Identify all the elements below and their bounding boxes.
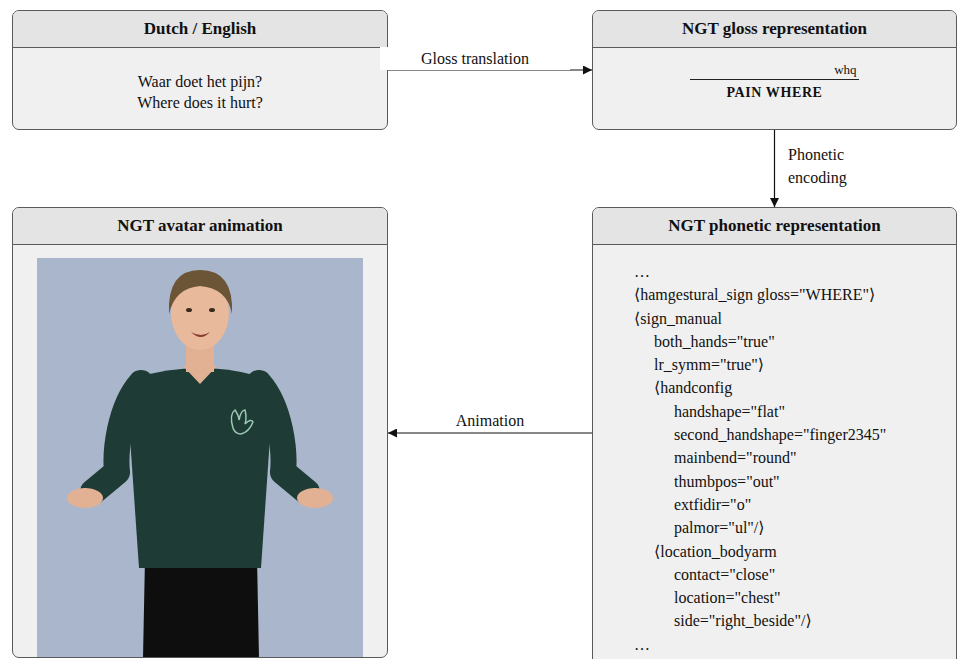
gloss-group: whqPAIN WHERE — [690, 61, 858, 102]
panel-title: NGT avatar animation — [13, 208, 387, 245]
avatar-collar — [183, 366, 217, 384]
panel-title: NGT phonetic representation — [593, 208, 956, 245]
avatar-trousers — [143, 558, 259, 658]
avatar-torso — [129, 368, 271, 568]
avatar-hand — [297, 488, 333, 508]
panel-body: whqPAIN WHERE — [593, 48, 956, 102]
edge-label: Phonetic encoding — [788, 143, 868, 189]
code-line: ⟨hamgestural_sign gloss="WHERE"⟩ — [634, 283, 956, 306]
code-line: extfidir="o" — [674, 493, 956, 516]
avatar-background — [37, 258, 363, 658]
panel-box: NGT avatar animation — [12, 207, 388, 658]
gloss-text: PAIN WHERE — [690, 79, 858, 102]
code-line: second_handshape="finger2345" — [674, 423, 956, 446]
panel-title: NGT gloss representation — [593, 11, 956, 48]
sentence-text: Where does it hurt? — [13, 92, 387, 113]
code-line: both_hands="true" — [654, 330, 956, 353]
edge-label: Animation — [400, 409, 580, 432]
code-line: handshape="flat" — [674, 400, 956, 423]
gloss-text: whq — [690, 61, 858, 79]
code-line: mainbend="round" — [674, 446, 956, 469]
code-line: palmor="ul"/⟩ — [674, 516, 956, 539]
code-line: ⟨handconfig — [654, 376, 956, 399]
code-line: location="chest" — [674, 586, 956, 609]
panel-box: Dutch / EnglishWaar doet het pijn?Where … — [12, 10, 388, 130]
panel-title: Dutch / English — [13, 11, 387, 48]
flow-arrow — [774, 130, 775, 207]
avatar-eye — [209, 308, 215, 312]
avatar-mouth — [191, 332, 210, 337]
shirt-logo — [231, 410, 253, 434]
sentence-text: Waar doet het pijn? — [13, 71, 387, 92]
edge-label: Gloss translation — [380, 47, 570, 70]
code-line: lr_symm="true"⟩ — [654, 353, 956, 376]
avatar-illustration — [37, 258, 363, 658]
panel-box: NGT gloss representation whqPAIN WHERE — [592, 10, 957, 130]
avatar-hair — [169, 270, 232, 314]
panel-body: …⟨hamgestural_sign gloss="WHERE"⟩⟨sign_m… — [593, 245, 956, 656]
panel-box: NGT phonetic representation…⟨hamgestural… — [592, 207, 957, 659]
code-line: ⟨sign_manual — [634, 307, 956, 330]
code-line: contact="close" — [674, 563, 956, 586]
avatar-hand — [67, 488, 103, 508]
code-line: … — [634, 633, 956, 656]
flow-arrow — [388, 432, 592, 433]
code-line: thumbpos="out" — [674, 470, 956, 493]
avatar-eye — [186, 308, 192, 312]
code-line: side="right_beside"/⟩ — [674, 609, 956, 632]
code-line: … — [634, 260, 956, 283]
panel-body: Waar doet het pijn?Where does it hurt? — [13, 48, 387, 113]
code-line: ⟨location_bodyarm — [654, 540, 956, 563]
